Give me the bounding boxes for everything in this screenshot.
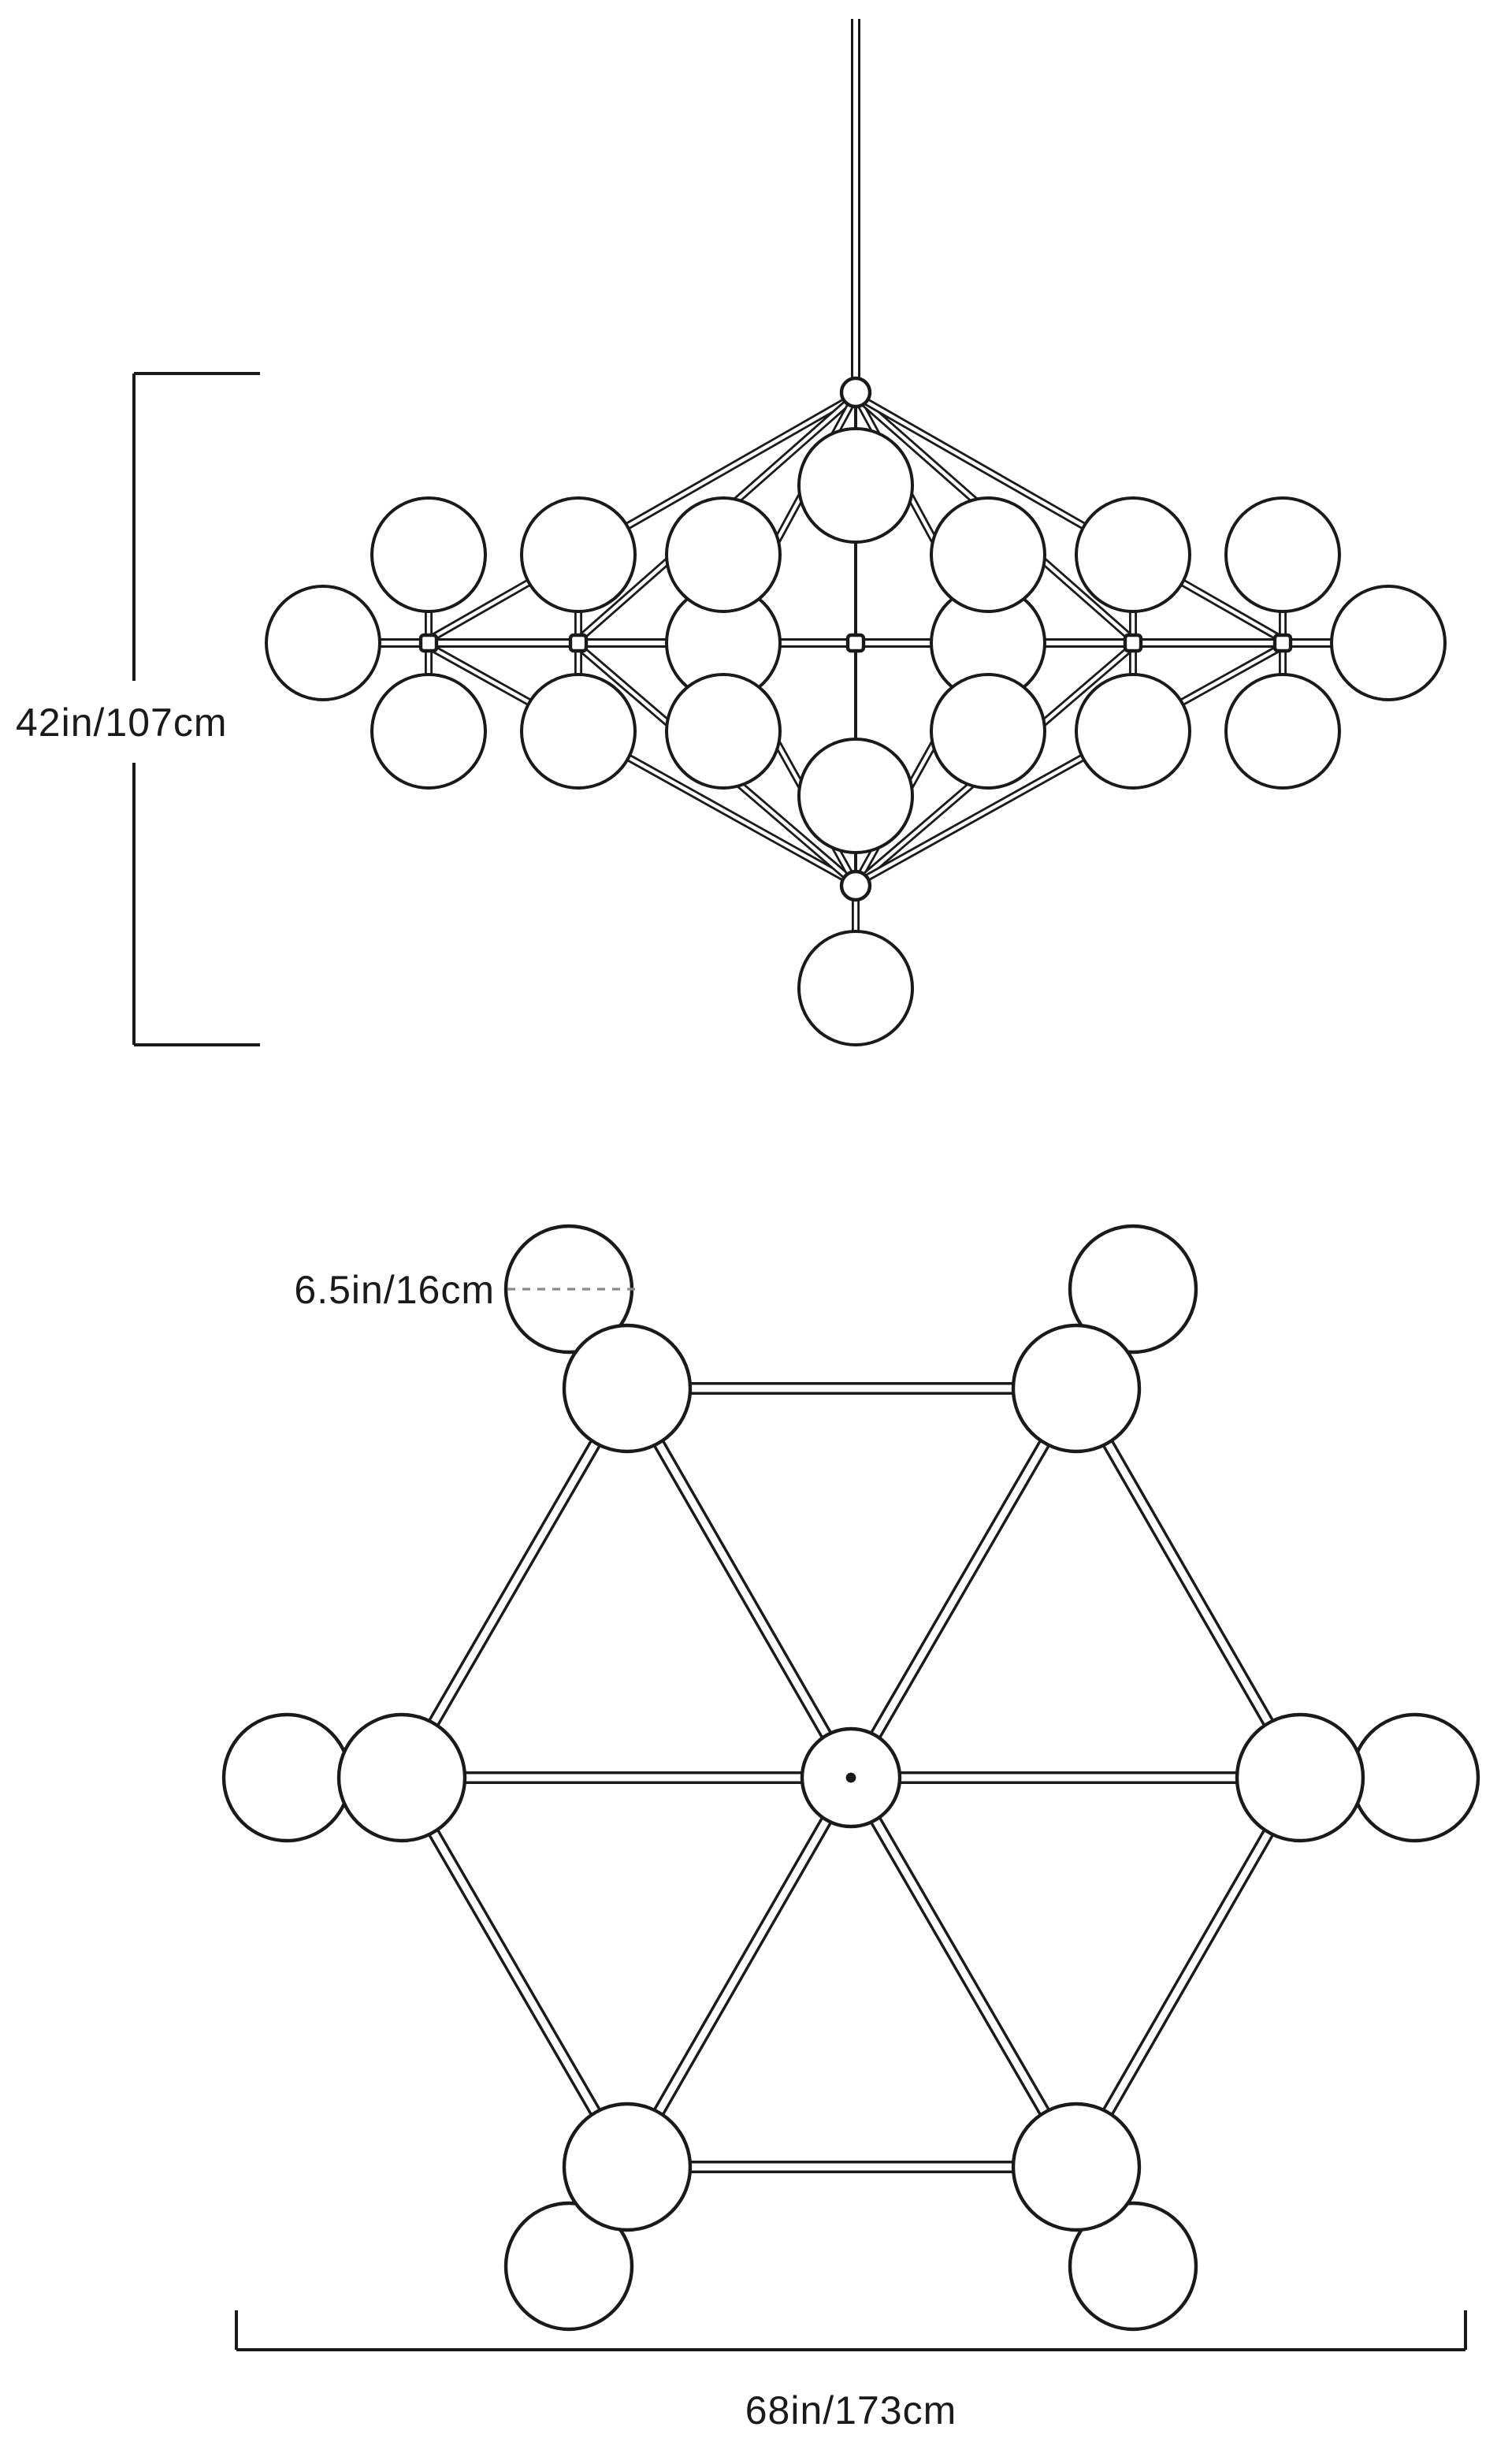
radial-rods: [402, 1384, 1300, 2171]
width-dimension-label: 68in/173cm: [745, 2388, 957, 2432]
height-dimension-line: [132, 372, 260, 1046]
top-apex-ball: [839, 376, 872, 409]
globe-diameter-label: 6.5in/16cm: [294, 1268, 495, 1312]
bottom-apex-ball: [839, 869, 872, 902]
elevation-globes: [265, 427, 1447, 1046]
plan-globe-clusters: [221, 1224, 1480, 2332]
height-dimension-label: 42in/107cm: [16, 701, 228, 745]
plan-view: 6.5in/16cm 68in/173cm: [221, 1224, 1480, 2432]
center-hub: [800, 1726, 902, 1829]
elevation-view: 42in/107cm: [16, 16, 1447, 1046]
hexagon-frame: [396, 1382, 1306, 2173]
width-dimension-line: [235, 2310, 1467, 2351]
